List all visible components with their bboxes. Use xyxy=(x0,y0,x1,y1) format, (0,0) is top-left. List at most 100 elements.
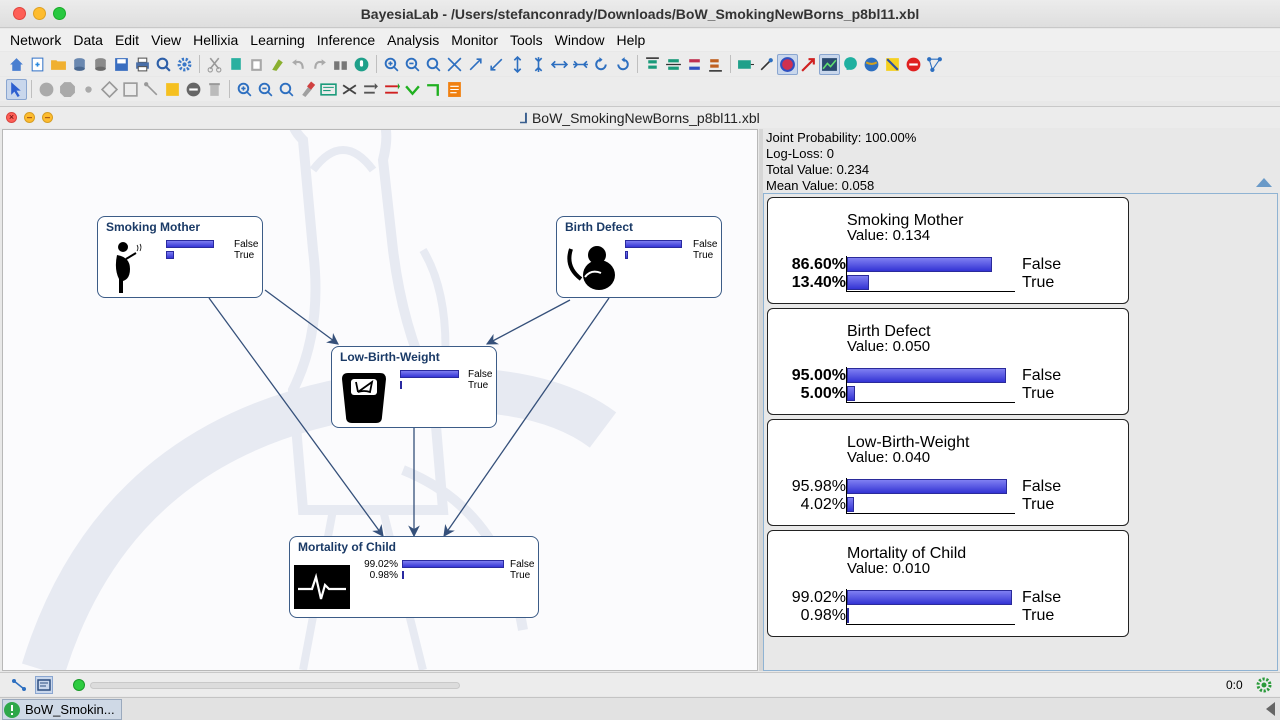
save-icon[interactable] xyxy=(111,54,132,75)
home-icon[interactable] xyxy=(6,54,27,75)
graph-view-icon[interactable] xyxy=(10,676,28,694)
menu-hellixia[interactable]: Hellixia xyxy=(193,32,239,48)
align-bottom-icon[interactable] xyxy=(705,54,726,75)
zoom-reset-icon[interactable] xyxy=(276,79,297,100)
frame-close-button[interactable]: × xyxy=(6,112,17,123)
undo-icon[interactable] xyxy=(288,54,309,75)
copy-icon[interactable] xyxy=(225,54,246,75)
magic-wand-icon[interactable] xyxy=(756,54,777,75)
menu-monitor[interactable]: Monitor xyxy=(451,32,498,48)
menu-data[interactable]: Data xyxy=(73,32,103,48)
trash-icon[interactable] xyxy=(204,79,225,100)
menu-edit[interactable]: Edit xyxy=(114,32,140,48)
line-tool-icon[interactable] xyxy=(141,79,162,100)
vertical-contract-icon[interactable] xyxy=(528,54,549,75)
binoculars-icon[interactable] xyxy=(330,54,351,75)
settings-gear-icon[interactable] xyxy=(174,54,195,75)
panel-splitter[interactable] xyxy=(759,129,763,671)
select-pointer-icon[interactable] xyxy=(6,78,27,100)
align-middle-icon[interactable] xyxy=(663,54,684,75)
expand-diagonal-icon[interactable] xyxy=(465,54,486,75)
comment-icon[interactable] xyxy=(840,54,861,75)
menu-learning[interactable]: Learning xyxy=(250,32,305,48)
monitor-state-bar[interactable] xyxy=(847,479,1007,494)
arrow-mode-icon[interactable] xyxy=(798,54,819,75)
remove-icon[interactable] xyxy=(183,79,204,100)
database-icon[interactable] xyxy=(69,54,90,75)
microphone-icon[interactable] xyxy=(351,54,372,75)
rotate-right-icon[interactable] xyxy=(612,54,633,75)
align-distribute-icon[interactable] xyxy=(684,54,705,75)
console-view-icon[interactable] xyxy=(35,676,53,694)
open-folder-icon[interactable] xyxy=(48,54,69,75)
arrow-swap-icon[interactable] xyxy=(360,79,381,100)
database-save-icon[interactable] xyxy=(90,54,111,75)
monitor-state-bar[interactable] xyxy=(847,275,869,290)
redo-icon[interactable] xyxy=(309,54,330,75)
horizontal-contract-icon[interactable] xyxy=(570,54,591,75)
window-minimize-button[interactable] xyxy=(33,7,46,20)
vertical-expand-icon[interactable] xyxy=(507,54,528,75)
expand-all-icon[interactable] xyxy=(444,54,465,75)
stop-icon[interactable] xyxy=(903,54,924,75)
menu-network[interactable]: Network xyxy=(10,32,62,48)
new-network-icon[interactable] xyxy=(27,54,48,75)
monitor-state-bar[interactable] xyxy=(847,608,849,623)
menu-analysis[interactable]: Analysis xyxy=(387,32,440,48)
menu-window[interactable]: Window xyxy=(554,32,605,48)
layout-icon[interactable] xyxy=(318,79,339,100)
small-dot-node-icon[interactable] xyxy=(78,79,99,100)
brush-icon[interactable] xyxy=(297,79,318,100)
rotate-left-icon[interactable] xyxy=(591,54,612,75)
square-node-icon[interactable] xyxy=(120,79,141,100)
zoom-out-small-icon[interactable] xyxy=(255,79,276,100)
monitor-state-bar[interactable] xyxy=(847,386,855,401)
chart-mode-icon[interactable] xyxy=(819,53,840,75)
monitor-state-bar[interactable] xyxy=(847,497,854,512)
zoom-fit-icon[interactable] xyxy=(423,54,444,75)
horizontal-expand-icon[interactable] xyxy=(549,54,570,75)
cut-icon[interactable] xyxy=(204,54,225,75)
step-arrow-icon[interactable] xyxy=(423,79,444,100)
highlight-icon[interactable] xyxy=(882,54,903,75)
frame-minimize-button[interactable]: – xyxy=(24,112,35,123)
report-icon[interactable] xyxy=(444,79,465,100)
globe-icon[interactable] xyxy=(861,54,882,75)
arrows-cross-icon[interactable] xyxy=(339,79,360,100)
scroll-left-icon[interactable] xyxy=(1266,702,1275,716)
menu-tools[interactable]: Tools xyxy=(509,32,543,48)
frame-maximize-button[interactable]: – xyxy=(42,112,53,123)
menu-view[interactable]: View xyxy=(151,32,182,48)
circle-node-icon[interactable] xyxy=(36,79,57,100)
align-top-icon[interactable] xyxy=(642,54,663,75)
monitor-state-bar[interactable] xyxy=(847,368,1006,383)
collapse-up-icon[interactable] xyxy=(1256,178,1272,187)
document-tab[interactable]: BoW_Smokin... xyxy=(2,699,122,720)
zoom-search-icon[interactable] xyxy=(153,54,174,75)
monitor-state-bar[interactable] xyxy=(847,590,1012,605)
note-icon[interactable] xyxy=(162,79,183,100)
check-arrow-icon[interactable] xyxy=(402,79,423,100)
node-mode-icon[interactable] xyxy=(777,53,798,75)
network-graph-icon[interactable] xyxy=(924,54,945,75)
monitor-dropdown-icon[interactable] xyxy=(735,54,756,75)
window-close-button[interactable] xyxy=(13,7,26,20)
menu-help[interactable]: Help xyxy=(616,32,646,48)
zoom-out-icon[interactable] xyxy=(402,54,423,75)
zoom-in-icon[interactable] xyxy=(381,54,402,75)
zoom-in-small-icon[interactable] xyxy=(234,79,255,100)
monitor-state-bar[interactable] xyxy=(847,257,992,272)
diamond-node-icon[interactable] xyxy=(99,79,120,100)
menu-inference[interactable]: Inference xyxy=(316,32,376,48)
arrows-opposite-icon[interactable] xyxy=(381,79,402,100)
memory-gear-icon[interactable] xyxy=(1255,676,1273,694)
eraser-icon[interactable] xyxy=(267,54,288,75)
